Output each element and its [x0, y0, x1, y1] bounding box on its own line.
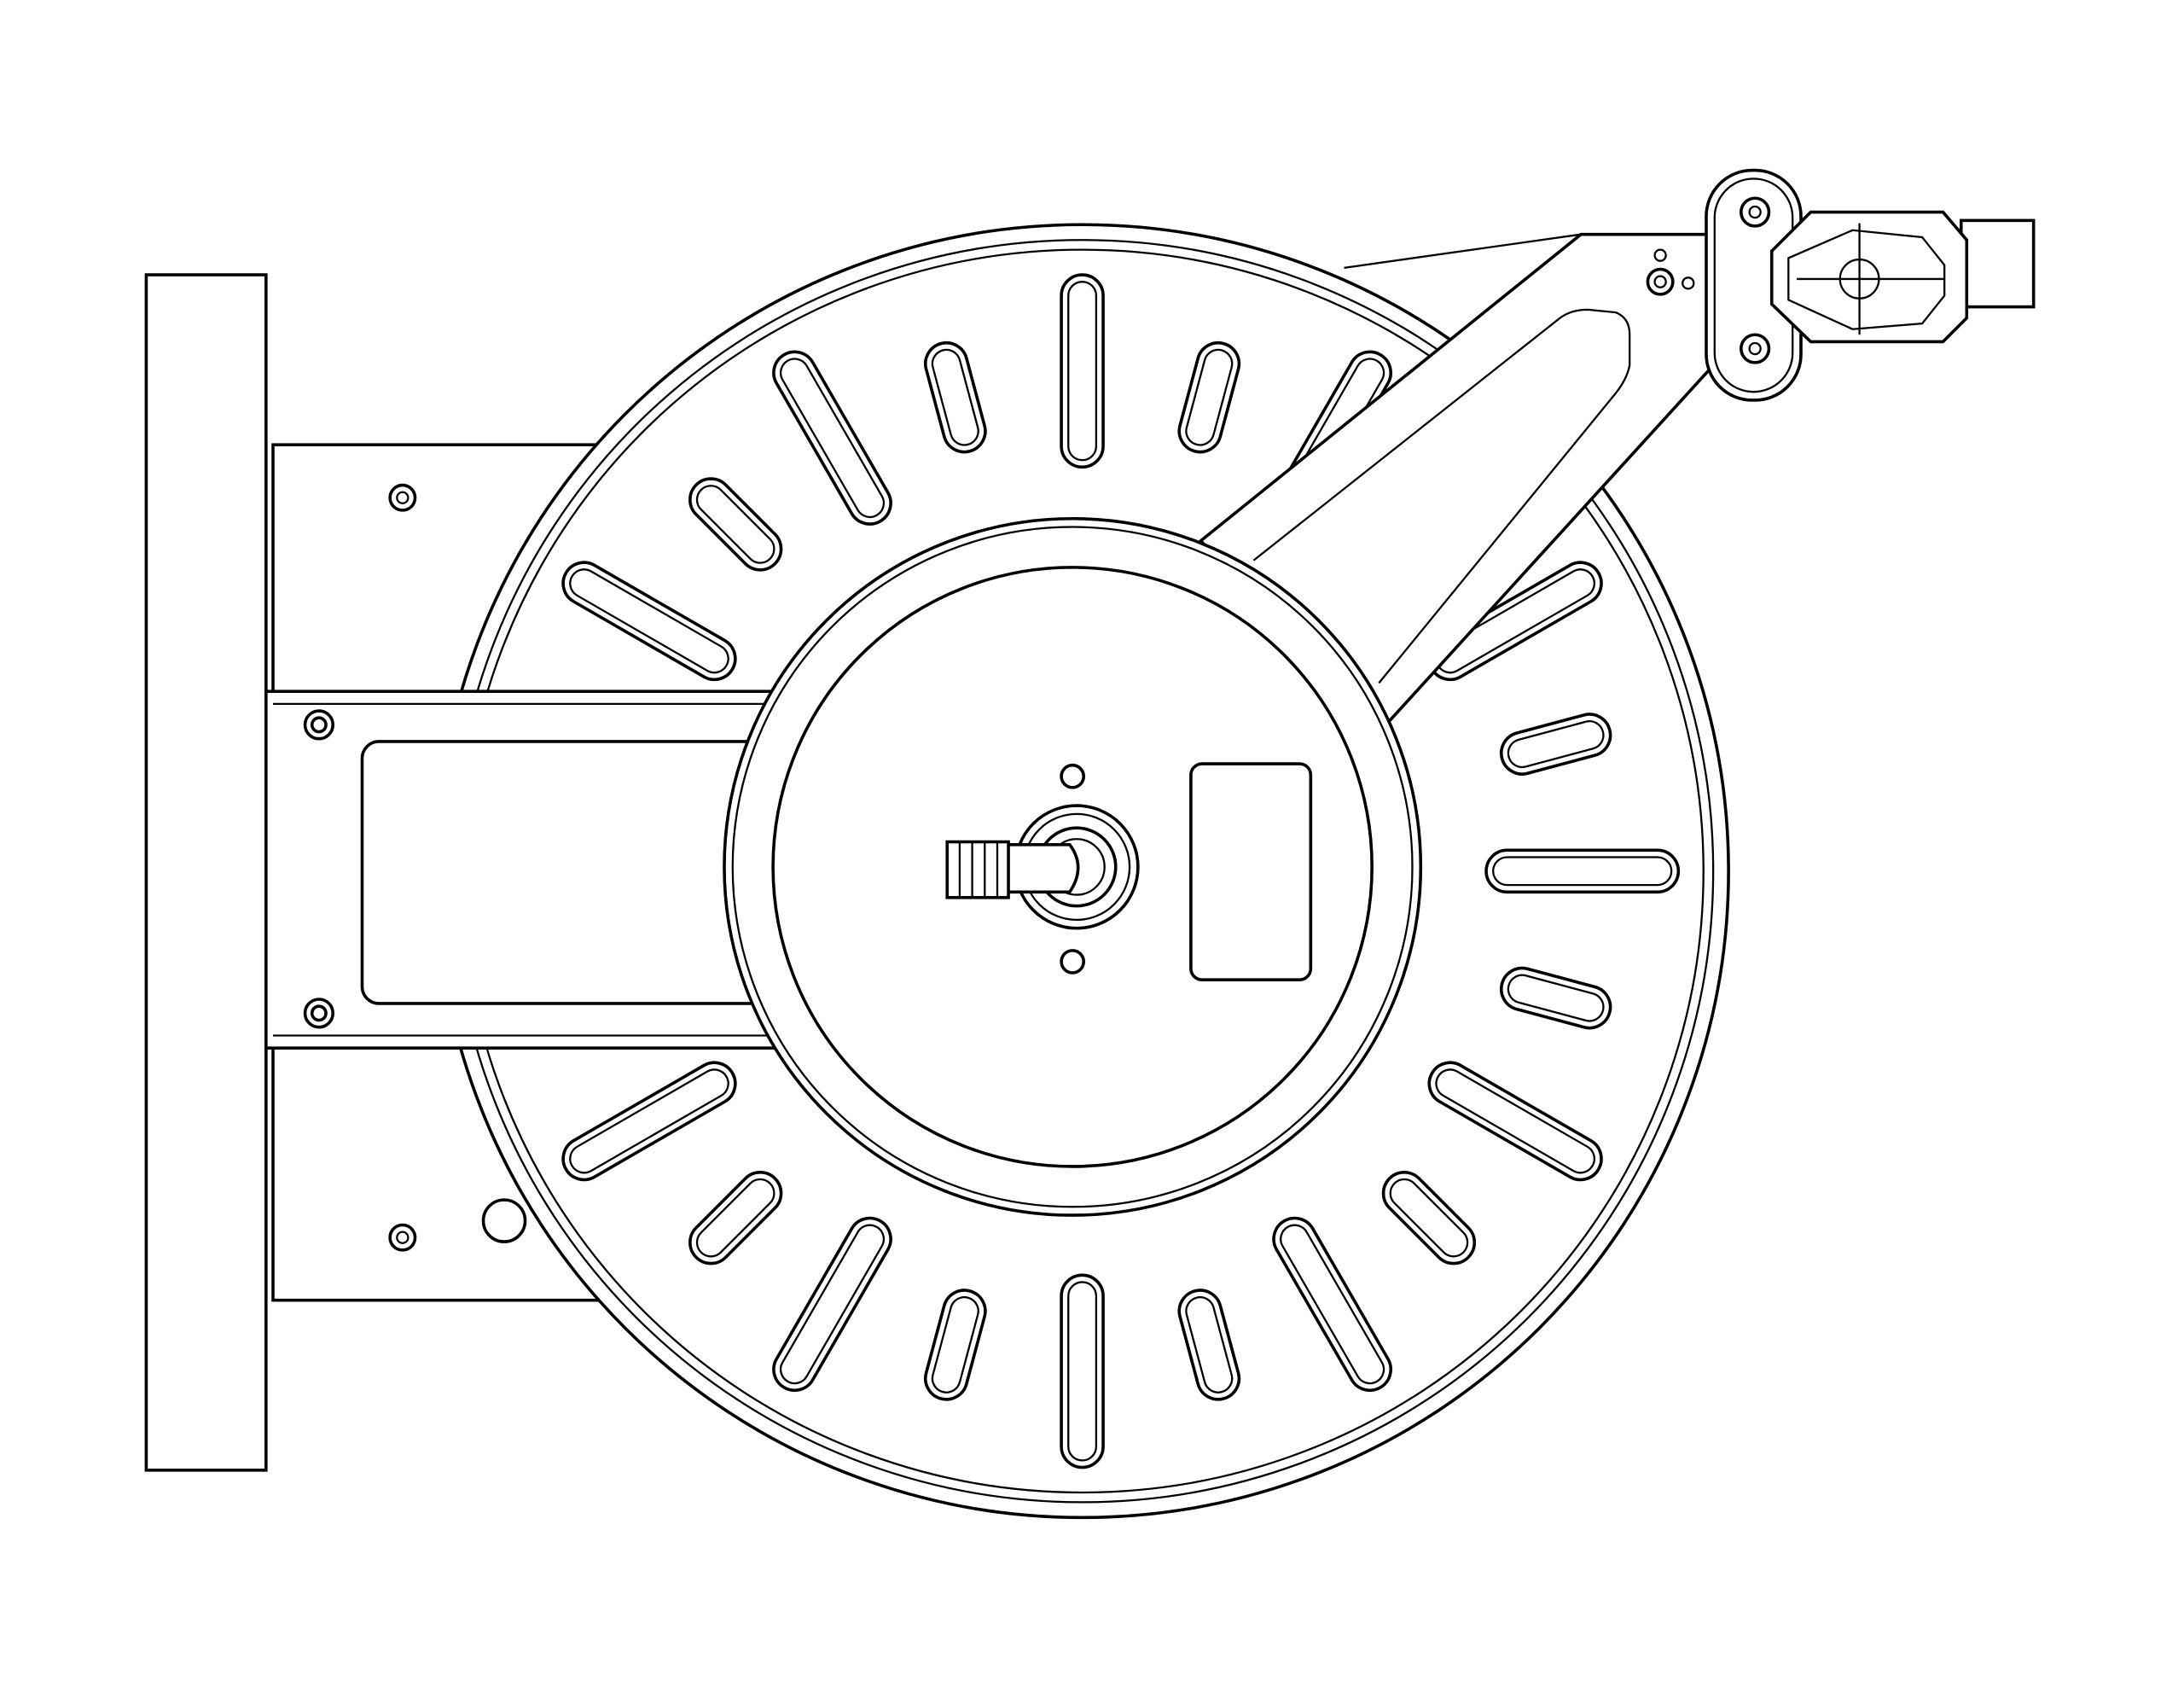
hose-outlet-nozzle: [1769, 210, 2036, 344]
short-slot: [688, 477, 783, 572]
wall-plate: [144, 273, 268, 1472]
screw-icon: [1646, 267, 1675, 296]
screw-icon: [388, 483, 417, 512]
label-plate: [1189, 762, 1313, 981]
long-slot: [561, 561, 737, 682]
screw-icon: [1740, 196, 1771, 228]
long-slot: [772, 350, 892, 526]
short-slot: [1177, 340, 1241, 454]
screw-icon: [396, 1231, 410, 1244]
mounting-arm: [264, 689, 783, 1050]
rear-screw-icon: [481, 1198, 527, 1243]
screw-icon: [1060, 949, 1085, 975]
long-slot: [772, 1216, 892, 1393]
short-slot: [688, 1171, 783, 1266]
screw-icon: [1060, 763, 1085, 789]
pivot-plate: [1705, 168, 1803, 402]
short-slot: [1381, 1171, 1477, 1266]
short-slot: [1177, 1289, 1241, 1401]
short-slot: [1499, 966, 1612, 1030]
long-slot: [1060, 273, 1105, 469]
short-slot: [923, 1289, 987, 1401]
screw-icon: [310, 1004, 328, 1022]
long-slot: [1427, 1061, 1603, 1182]
inlet-fitting: [945, 804, 1140, 930]
short-slot: [1499, 713, 1612, 776]
long-slot: [1272, 1216, 1392, 1393]
guard-line: [1344, 233, 1582, 269]
screw-icon: [310, 716, 328, 734]
long-slot: [1484, 848, 1681, 894]
long-slot: [1060, 1273, 1105, 1469]
screw-icon: [396, 491, 410, 504]
screw-icon: [388, 1223, 417, 1252]
long-slot: [561, 1061, 737, 1182]
short-slot: [923, 340, 987, 454]
hose-barb: [945, 840, 1010, 899]
screw-icon: [1740, 333, 1771, 364]
